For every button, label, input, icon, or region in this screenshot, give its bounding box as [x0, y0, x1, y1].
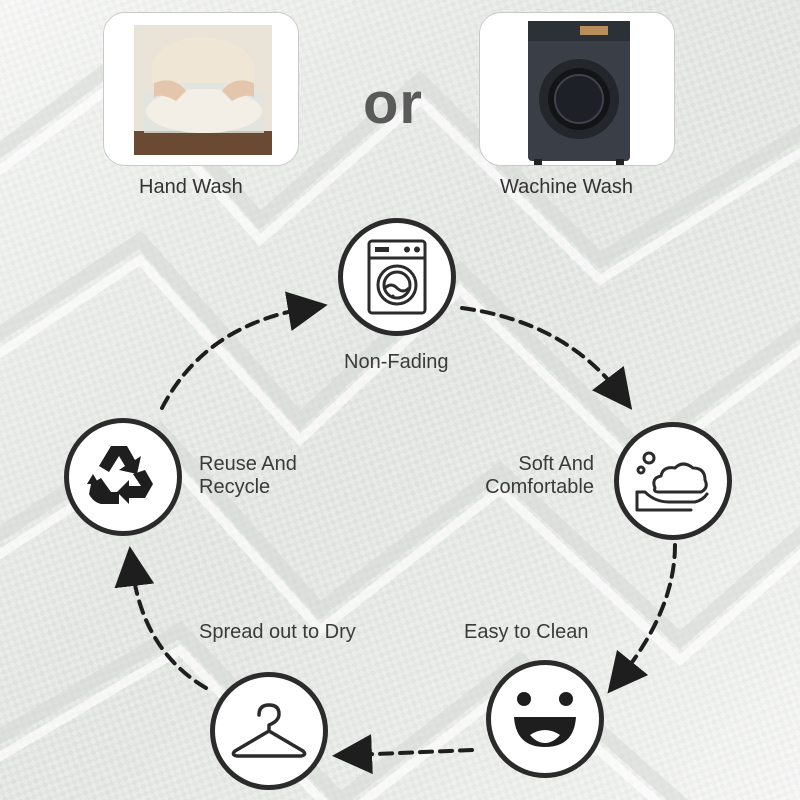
hand-wash-label: Hand Wash [139, 176, 243, 198]
easy-clean-label: Easy to Clean [464, 621, 589, 643]
soft-comfortable-badge [614, 422, 732, 540]
soap-hand-icon [635, 451, 709, 512]
spread-dry-label: Spread out to Dry [199, 621, 356, 643]
reuse-label-line1: Reuse And [199, 453, 297, 475]
hanger-icon [231, 703, 307, 758]
machine-wash-photo [479, 12, 675, 166]
hanger-badge [210, 672, 328, 790]
hand-wash-photo [103, 12, 299, 166]
reuse-recycle-label: Reuse And Recycle [199, 453, 297, 499]
easy-clean-badge [486, 660, 604, 778]
soft-label-line1: Soft And [518, 453, 594, 475]
machine-wash-label: Wachine Wash [500, 176, 634, 198]
recycle-icon [87, 446, 153, 504]
recycle-badge [64, 418, 182, 536]
smiley-icon [514, 692, 576, 747]
non-fading-label: Non-Fading [344, 351, 449, 373]
soft-label-line2: Comfortable [485, 476, 594, 498]
or-text: or [363, 71, 423, 136]
soft-comfortable-label: Soft And Comfortable [476, 453, 594, 499]
washing-machine-icon [367, 239, 427, 315]
reuse-label-line2: Recycle [199, 476, 271, 498]
washing-machine-badge [338, 218, 456, 336]
